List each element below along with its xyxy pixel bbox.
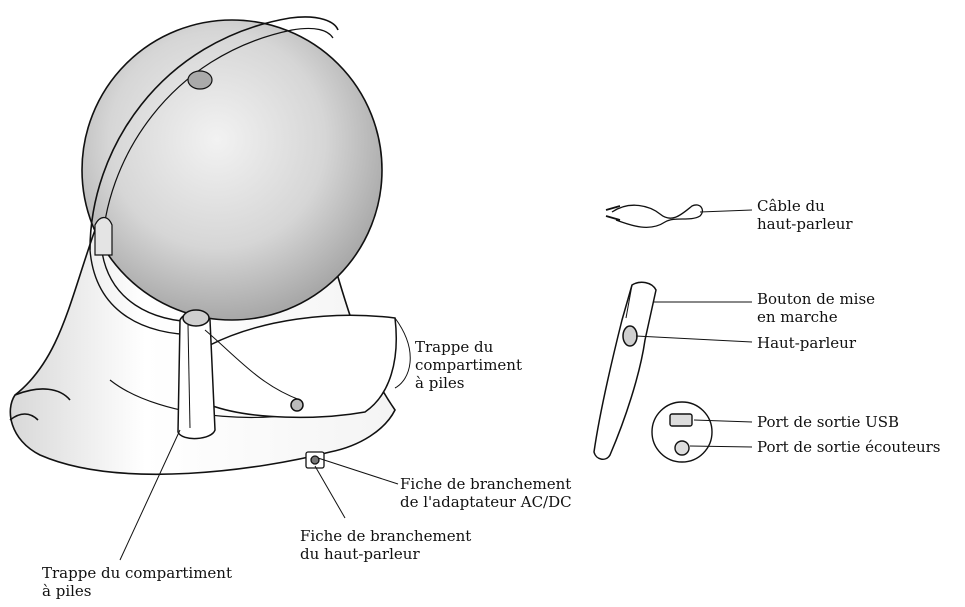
label-battery-door-center: Trappe du compartiment à piles [415,338,522,392]
label-line: à piles [415,374,465,392]
label-line: de l'adaptateur AC/DC [400,493,572,511]
label-line: Fiche de branchement [400,475,572,493]
ac-dc-jack [305,451,325,469]
pen-dock [177,309,216,440]
label-line: du haut-parleur [300,545,420,563]
label-line: Trappe du [415,338,494,356]
speaker-cable-drawing [605,204,753,228]
label-line: compartiment [415,356,522,374]
label-line: haut-parleur [757,215,853,233]
label-line: Bouton de mise [757,290,876,308]
label-headphone-port: Port de sortie écouteurs [757,438,941,456]
label-line: Haut-parleur [757,334,857,352]
label-usb-port: Port de sortie USB [757,413,899,431]
label-battery-door-bottom: Trappe du compartiment à piles [42,564,232,600]
port-panel [651,401,713,463]
stylus-pen [593,281,657,460]
label-power-button: Bouton de mise en marche [757,290,875,326]
label-speaker: Haut-parleur [757,334,856,352]
label-line: Câble du [757,197,825,215]
label-speaker-jack: Fiche de branchement du haut-parleur [300,527,471,563]
label-line: Fiche de branchement [300,527,472,545]
battery-door-center [209,314,397,419]
label-speaker-cable: Câble du haut-parleur [757,197,853,233]
globe-sphere [81,19,383,321]
label-line: en marche [757,308,838,326]
label-line: à piles [42,582,92,600]
label-line: Port de sortie écouteurs [757,438,941,456]
label-ac-dc-jack: Fiche de branchement de l'adaptateur AC/… [400,475,572,511]
label-line: Trappe du compartiment [42,564,232,582]
label-line: Port de sortie USB [757,413,900,431]
leader-lines [119,301,753,561]
